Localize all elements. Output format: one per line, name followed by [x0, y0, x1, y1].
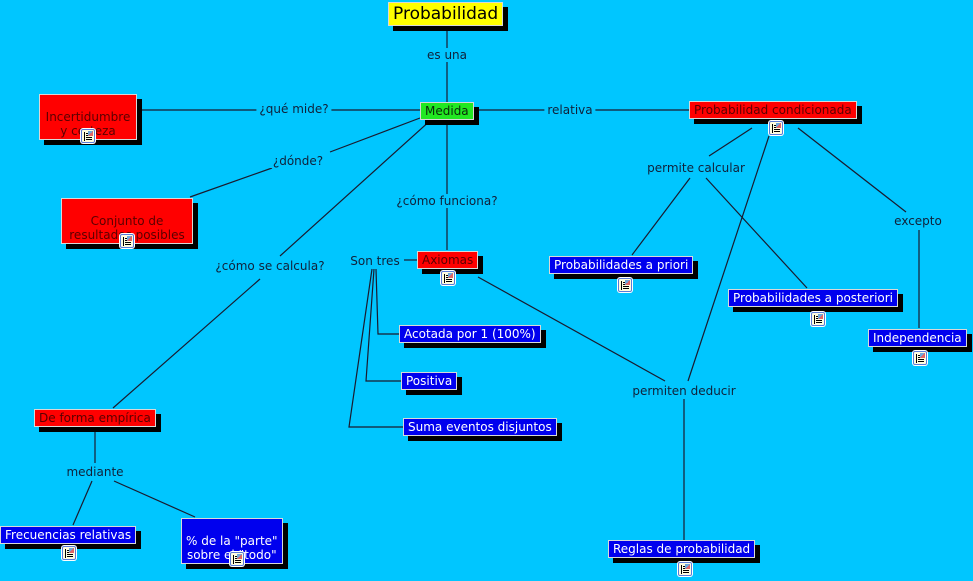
connector-line [375, 268, 399, 335]
concept-de-forma-empirica[interactable]: De forma empírica [34, 409, 156, 427]
concept-axiomas[interactable]: Axiomas [417, 251, 479, 269]
concept-independencia[interactable]: Independencia [868, 329, 967, 347]
link-label-como-se-calcula: ¿cómo se calcula? [212, 259, 328, 273]
document-with-image-icon[interactable] [913, 351, 927, 365]
concept-label: Medida [425, 104, 469, 118]
concept-label: Independencia [873, 331, 962, 345]
concept-reglas-de-probabilidad[interactable]: Reglas de probabilidad [608, 540, 756, 558]
document-with-image-icon[interactable] [81, 129, 95, 143]
link-label-mediante: mediante [63, 465, 127, 479]
connector-line [348, 268, 403, 428]
connector-line [189, 167, 273, 198]
link-label-como-funciona: ¿cómo funciona? [393, 194, 501, 208]
document-with-image-icon[interactable] [230, 552, 244, 566]
concept-label: De forma empírica [39, 411, 151, 425]
concept-porcentaje-parte-todo[interactable]: % de la "parte" sobre el "todo" [181, 518, 283, 564]
concept-probabilidad[interactable]: Probabilidad [388, 2, 504, 26]
connector-line [687, 135, 770, 382]
concept-label: Acotada por 1 (100%) [404, 327, 536, 341]
concept-label: Frecuencias relativas [5, 528, 132, 542]
concept-label: Reglas de probabilidad [613, 542, 751, 556]
link-label-donde: ¿dónde? [269, 154, 327, 168]
concept-probabilidades-a-priori[interactable]: Probabilidades a priori [549, 256, 694, 274]
link-label-relativa: relativa [544, 103, 596, 117]
connector-line [279, 118, 433, 257]
concept-label: Suma eventos disjuntos [408, 420, 552, 434]
connector-line [72, 480, 93, 526]
document-with-image-icon[interactable] [441, 271, 455, 285]
concept-probabilidades-a-posteriori[interactable]: Probabilidades a posteriori [728, 289, 899, 307]
link-label-es-una: es una [423, 48, 471, 62]
connector-line [329, 117, 421, 153]
concept-label: Positiva [406, 374, 453, 388]
link-label-excepto: excepto [891, 214, 945, 228]
concept-label: Probabilidad condicionada [694, 103, 852, 117]
document-with-image-icon[interactable] [769, 121, 783, 135]
concept-label: Axiomas [422, 253, 474, 267]
connector-line [113, 480, 196, 518]
link-label-que-mide: ¿qué mide? [256, 102, 332, 116]
document-with-image-icon[interactable] [120, 234, 134, 248]
concept-positiva[interactable]: Positiva [401, 372, 458, 390]
connector-line [705, 177, 808, 289]
document-with-image-icon[interactable] [618, 278, 632, 292]
concept-label: % de la "parte" sobre el "todo" [186, 534, 278, 562]
concept-probabilidad-condicionada[interactable]: Probabilidad condicionada [689, 101, 857, 119]
concept-medida[interactable]: Medida [420, 102, 474, 120]
connector-line [112, 278, 261, 409]
concept-acotada-por-1[interactable]: Acotada por 1 (100%) [399, 325, 541, 343]
connector-line [708, 127, 753, 157]
document-with-image-icon[interactable] [678, 562, 692, 576]
connector-line [797, 127, 907, 213]
concept-label: Probabilidad [393, 4, 499, 24]
document-with-image-icon[interactable] [811, 312, 825, 326]
concept-label: Probabilidades a priori [554, 258, 689, 272]
link-label-permite-calcular: permite calcular [644, 161, 748, 175]
connector-line [631, 177, 691, 256]
document-with-image-icon[interactable] [62, 546, 76, 560]
concept-suma-eventos-disjuntos[interactable]: Suma eventos disjuntos [403, 418, 557, 436]
connector-line [477, 276, 666, 382]
concept-label: Conjunto de resultados posibles [69, 214, 185, 242]
concept-frecuencias-relativas[interactable]: Frecuencias relativas [0, 526, 137, 544]
link-label-son-tres: Son tres [347, 254, 403, 268]
concept-label: Probabilidades a posteriori [733, 291, 894, 305]
link-label-permiten-deducir: permiten deducir [629, 384, 739, 398]
connector-line [365, 268, 401, 382]
